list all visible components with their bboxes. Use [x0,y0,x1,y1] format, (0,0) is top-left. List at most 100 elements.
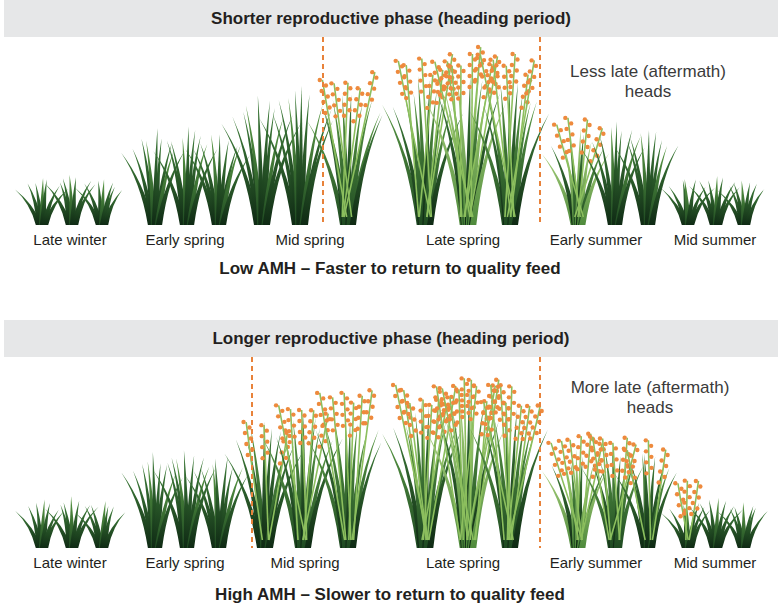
seed-head-floret [507,69,511,73]
seed-head-floret [532,75,536,79]
seed-head-floret [512,401,516,405]
seed-head-floret [575,467,579,471]
seed-head-floret [595,451,599,455]
seed-head-floret [333,401,337,405]
seed-head-floret [583,117,587,121]
seed-head-floret [298,430,302,434]
seed-head-floret [243,431,247,435]
seed-head-floret [622,448,626,452]
seed-head-floret [265,428,269,432]
seed-head-floret [481,50,485,54]
seed-head-floret [398,416,402,420]
seed-head-floret [466,411,470,415]
seed-head-floret [401,63,405,67]
seed-head-floret [624,459,628,463]
seed-head-floret [658,469,662,473]
seed-head-floret [493,54,497,58]
seed-head-floret [571,143,575,147]
seed-head-floret [502,433,506,437]
seed-head-floret [682,511,686,515]
seed-head-stem [404,390,427,540]
season-label: Mid summer [674,554,757,572]
seed-head-floret [516,415,520,419]
seed-head-stem [507,60,534,217]
seed-head-floret [502,75,506,79]
seed-head-floret [456,85,460,89]
seed-head-floret [306,441,310,445]
seed-head-floret [488,405,492,409]
seed-head-floret [605,464,609,468]
seed-head-floret [689,512,693,516]
seed-head-floret [440,397,444,401]
seed-head-floret [486,433,490,437]
seed-head-floret [426,414,430,418]
seed-head-floret [456,74,460,78]
seed-head-floret [665,453,669,457]
seed-head-floret [278,425,282,429]
seed-head-floret [428,73,432,77]
grass-blade [649,145,679,225]
seed-head-floret [315,391,319,395]
seed-head-floret [555,133,559,137]
seed-head-stem [452,66,462,217]
seed-head-floret [488,58,492,62]
seed-head-floret [501,400,505,404]
seed-head-floret [483,422,487,426]
seed-head-floret [620,469,624,473]
seed-head-floret [608,441,612,445]
seed-head-floret [340,402,344,406]
season-label: Late spring [426,554,500,572]
seed-head-floret [417,56,421,60]
seed-head-floret [259,423,263,427]
seed-head-floret [363,421,367,425]
seed-head-floret [687,506,691,510]
seed-head-floret [260,456,264,460]
seed-head-floret [348,433,352,437]
seed-head-floret [402,410,406,414]
seed-head-floret [472,384,476,388]
seed-head-floret [644,438,648,442]
seed-head-floret [287,429,291,433]
seed-head-floret [533,414,537,418]
seed-head-floret [517,404,521,408]
season-label: Mid summer [674,231,757,249]
seed-head-floret [432,89,436,93]
seed-head-floret [418,408,422,412]
seed-head-floret [438,93,442,97]
seed-head-floret [343,81,347,85]
seed-head-floret [519,105,523,109]
seed-head-floret [498,418,502,422]
seed-head-floret [265,439,269,443]
seed-head-floret [659,458,663,462]
seed-head-floret [692,490,696,494]
seed-head-floret [342,114,346,118]
seed-head-floret [594,137,598,141]
seed-head-floret [486,80,490,84]
seed-head-floret [292,423,296,427]
seed-head-floret [481,411,485,415]
seed-head-floret [474,411,478,415]
seed-head-floret [467,378,471,382]
seed-head-floret [348,422,352,426]
seed-head-floret [614,446,618,450]
grass-blade [744,189,765,225]
seed-head-floret [508,91,512,95]
seed-head-floret [494,63,498,67]
seed-head-stem [686,481,688,540]
seed-head-floret [278,461,282,465]
seed-head-floret [461,80,465,84]
seed-head-floret [467,74,471,78]
seed-head-floret [282,420,286,424]
seed-head-floret [568,460,572,464]
seed-head-floret [581,139,585,143]
seed-head-floret [629,453,633,457]
seed-head-floret [437,386,441,390]
seed-head-floret [442,408,446,412]
seed-head-floret [437,417,441,421]
seed-head-floret [314,414,318,418]
seed-head-floret [297,408,301,412]
seed-head-floret [427,403,431,407]
seed-head-floret [521,437,525,441]
seed-head-stem [269,430,288,540]
seed-head-floret [523,72,527,76]
